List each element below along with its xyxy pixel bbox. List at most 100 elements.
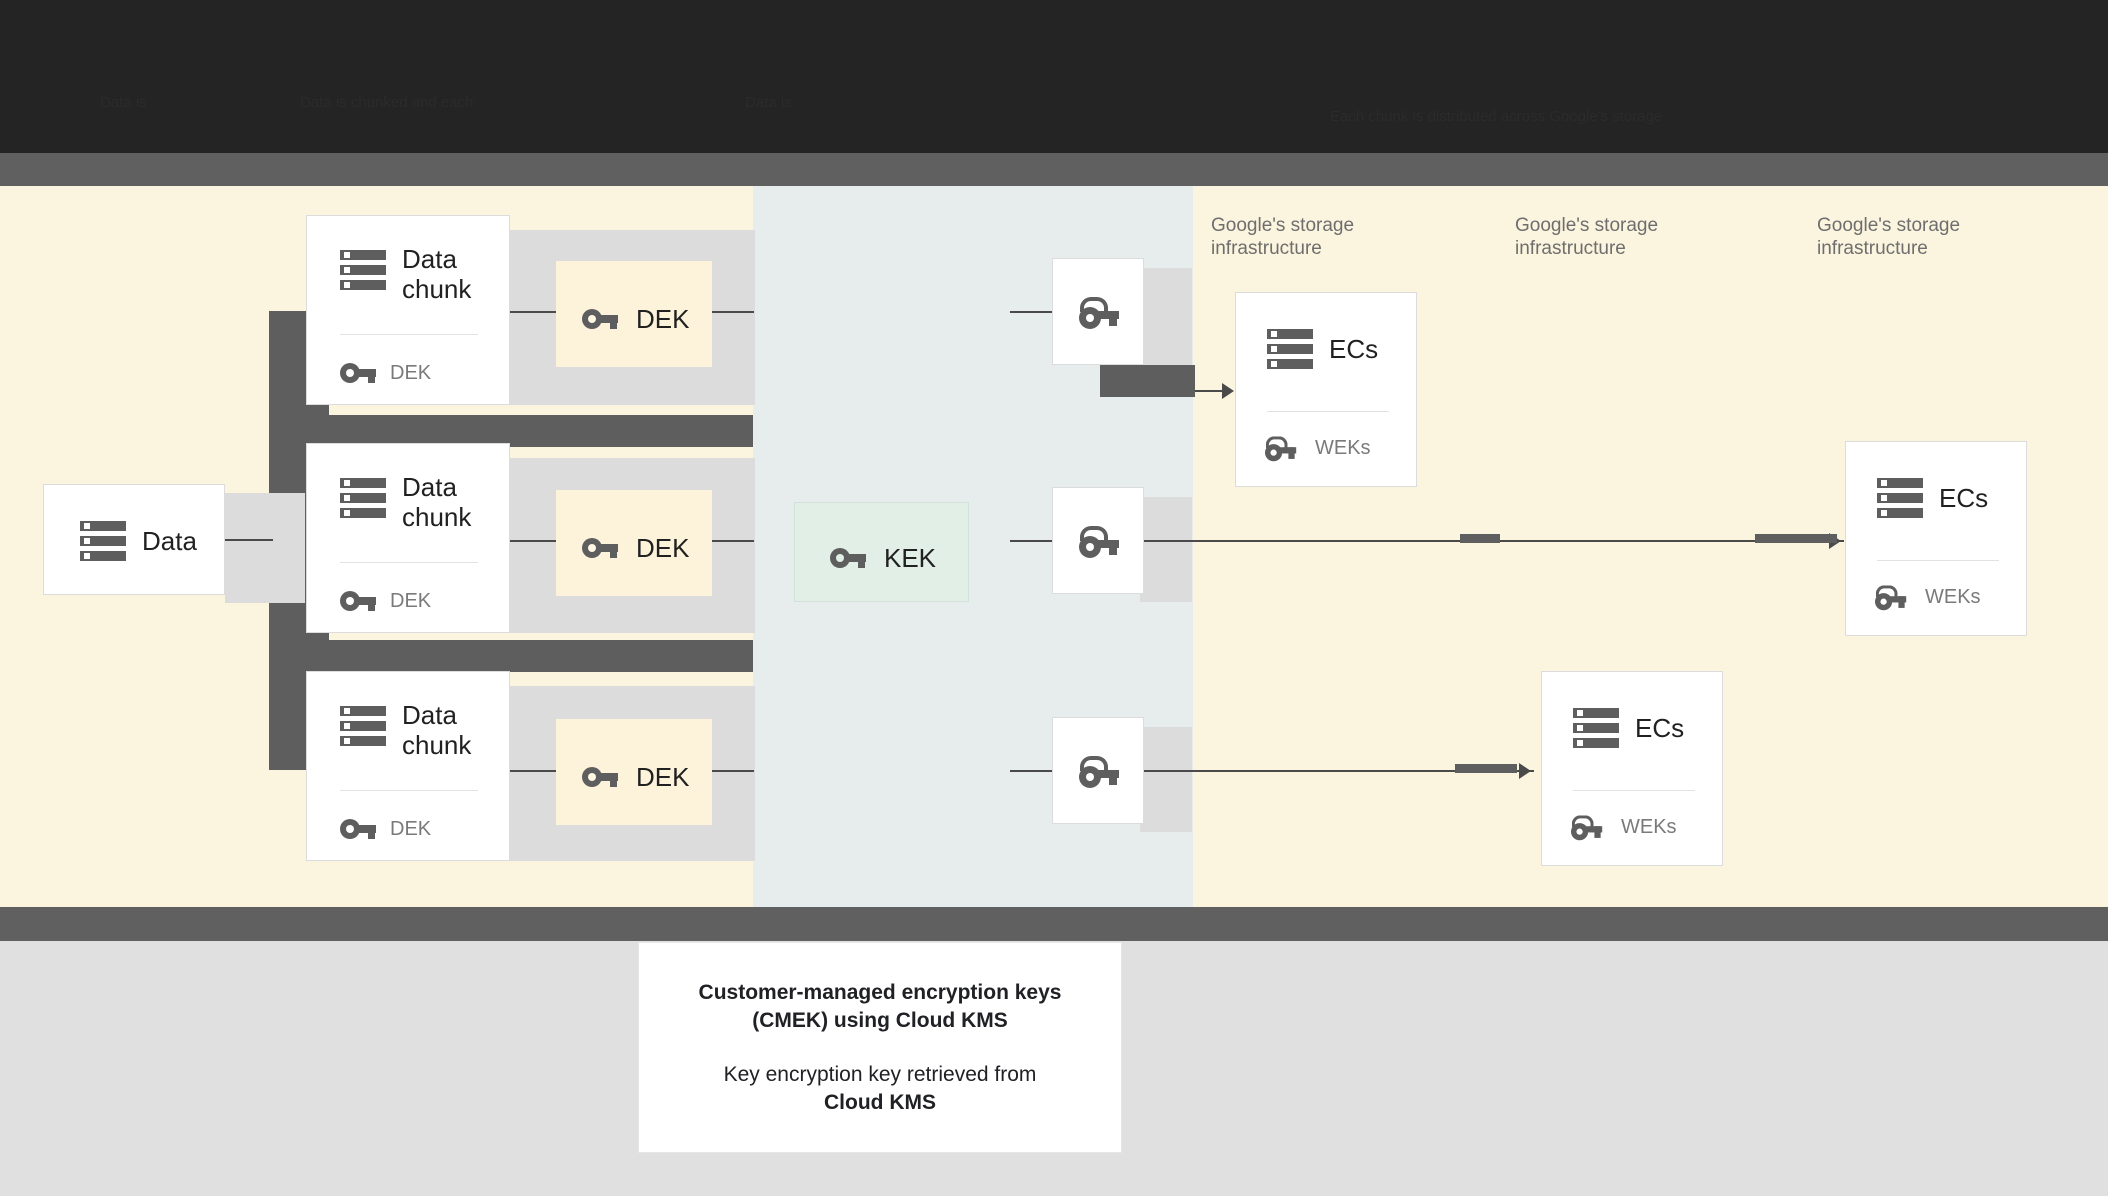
caption-line-1: Customer-managed encryption keys — [698, 980, 1062, 1004]
infra-label-1: Google's storage infrastructure — [1211, 215, 1355, 259]
box-dek-1[interactable]: DEK — [556, 261, 712, 367]
card-ecs-key-label: WEKs — [1621, 816, 1677, 838]
legend-column-1: Data is uploaded to Google — [100, 48, 165, 153]
card-ecs-title: ECs — [1329, 334, 1379, 364]
infra-label-3: Google's storage infrastructure — [1817, 215, 1961, 259]
connector-dek2-wrapped2 — [712, 540, 754, 542]
arrow-line-3 — [1144, 770, 1534, 772]
card-wrapped-key-3[interactable] — [1052, 717, 1144, 824]
storage-icon — [340, 706, 386, 746]
dek-label: DEK — [636, 304, 690, 334]
card-ecs-3[interactable]: ECs WEKs — [1541, 671, 1723, 866]
card-ecs-2[interactable]: ECs WEKs — [1845, 441, 2027, 636]
card-chunk-key-label: DEK — [390, 590, 432, 612]
card-chunk-title: Data chunk — [402, 472, 472, 532]
storage-icon — [1573, 708, 1619, 748]
connector-chunk3-dek3 — [510, 770, 556, 772]
card-divider — [340, 562, 478, 563]
card-ecs-title: ECs — [1635, 713, 1685, 743]
card-chunk-title: Data chunk — [402, 244, 472, 304]
storage-icon — [340, 478, 386, 518]
box-dek-2[interactable]: DEK — [556, 490, 712, 596]
key-icon — [830, 548, 866, 568]
connector-dek3-wrapped3 — [712, 770, 754, 772]
card-divider — [340, 334, 478, 335]
legend-column-3: Data is encrypted at rest — [745, 48, 811, 153]
arrow-block-3 — [1455, 764, 1517, 773]
caption-line-2: (CMEK) using Cloud KMS — [752, 1008, 1008, 1032]
dek-label: DEK — [636, 533, 690, 563]
connector-kek-to-wrapped — [1010, 311, 1052, 313]
card-chunk-key-label: DEK — [390, 818, 432, 840]
storage-icon — [80, 521, 126, 561]
wrapped-key-icon — [1571, 814, 1603, 841]
wrapped-key-icon — [1079, 295, 1119, 329]
box-dek-3[interactable]: DEK — [556, 719, 712, 825]
legend-line: Each chunk is distributed across Google'… — [1330, 108, 1663, 125]
arrow-block-1 — [1100, 365, 1195, 397]
connector-kek-to-wrapped-2 — [1010, 540, 1052, 542]
key-icon — [340, 819, 376, 839]
card-wrapped-key-1[interactable] — [1052, 258, 1144, 365]
kek-label: KEK — [884, 543, 937, 573]
key-icon — [582, 767, 618, 787]
legend-line: Data is — [100, 94, 147, 111]
wrapped-key-icon — [1079, 754, 1119, 788]
card-divider — [340, 790, 478, 791]
storage-icon — [1877, 478, 1923, 518]
header-rule — [0, 153, 2108, 186]
legend-line: Data is chunked and each — [300, 94, 474, 111]
wrapped-key-icon — [1265, 435, 1297, 462]
card-ecs-1[interactable]: ECs WEKs — [1235, 292, 1417, 487]
arrow-block-2 — [1460, 534, 1500, 543]
card-data-chunk-3[interactable]: Data chunk DEK — [306, 671, 510, 861]
arrow-line-1 — [1195, 390, 1227, 392]
wrapped-key-icon — [1079, 524, 1119, 558]
connector-chunk2-dek2 — [510, 540, 556, 542]
card-wrapped-key-2[interactable] — [1052, 487, 1144, 594]
fanout-arm-middle — [269, 640, 753, 672]
card-chunk-key-label: DEK — [390, 362, 432, 384]
wrapped-key-icon — [1875, 584, 1907, 611]
storage-icon — [340, 250, 386, 290]
header-legend: Data is uploaded to Google Data is chunk… — [0, 48, 2108, 153]
legend-column-4: Each chunk is distributed across Google'… — [1330, 62, 1662, 153]
caption-line-4: Cloud KMS — [824, 1090, 936, 1114]
card-ecs-title: ECs — [1939, 483, 1989, 513]
card-divider — [1573, 790, 1695, 791]
card-ecs-key-label: WEKs — [1925, 586, 1981, 608]
wrapped-key-shadow-1 — [1140, 268, 1192, 373]
arrow-head-1 — [1222, 383, 1234, 399]
connector-kek-to-wrapped-3 — [1010, 770, 1052, 772]
arrow-block-2b — [1755, 534, 1837, 543]
key-icon — [340, 591, 376, 611]
legend-column-2: Data is chunked and each chunk is encryp… — [300, 48, 475, 153]
key-icon — [582, 538, 618, 558]
infra-label-2: Google's storage infrastructure — [1515, 215, 1659, 259]
connector-chunk1-dek1 — [510, 311, 556, 313]
data-shadow — [225, 493, 305, 603]
key-icon — [340, 363, 376, 383]
card-ecs-key-label: WEKs — [1315, 437, 1371, 459]
dek-label: DEK — [636, 762, 690, 792]
legend-line: Data is — [745, 94, 792, 111]
caption-line-3: Key encryption key retrieved from — [723, 1062, 1037, 1086]
card-chunk-title: Data chunk — [402, 700, 472, 760]
fanout-arm-top — [269, 415, 753, 447]
card-data-chunk-1[interactable]: Data chunk DEK — [306, 215, 510, 405]
header-bar — [0, 0, 2108, 153]
box-kek[interactable]: KEK — [794, 502, 969, 602]
connector-dek1-wrapped1 — [712, 311, 754, 313]
card-data-title: Data — [142, 526, 197, 556]
key-icon — [582, 309, 618, 329]
card-divider — [1267, 411, 1389, 412]
card-data-chunk-2[interactable]: Data chunk DEK — [306, 443, 510, 633]
card-data[interactable]: Data — [43, 484, 225, 595]
wrapped-key-shadow-2 — [1140, 497, 1192, 602]
arrow-head-3 — [1519, 763, 1531, 779]
footer-rule — [0, 907, 2108, 941]
storage-icon — [1267, 329, 1313, 369]
caption-box: Customer-managed encryption keys (CMEK) … — [638, 942, 1122, 1153]
card-divider — [1877, 560, 1999, 561]
